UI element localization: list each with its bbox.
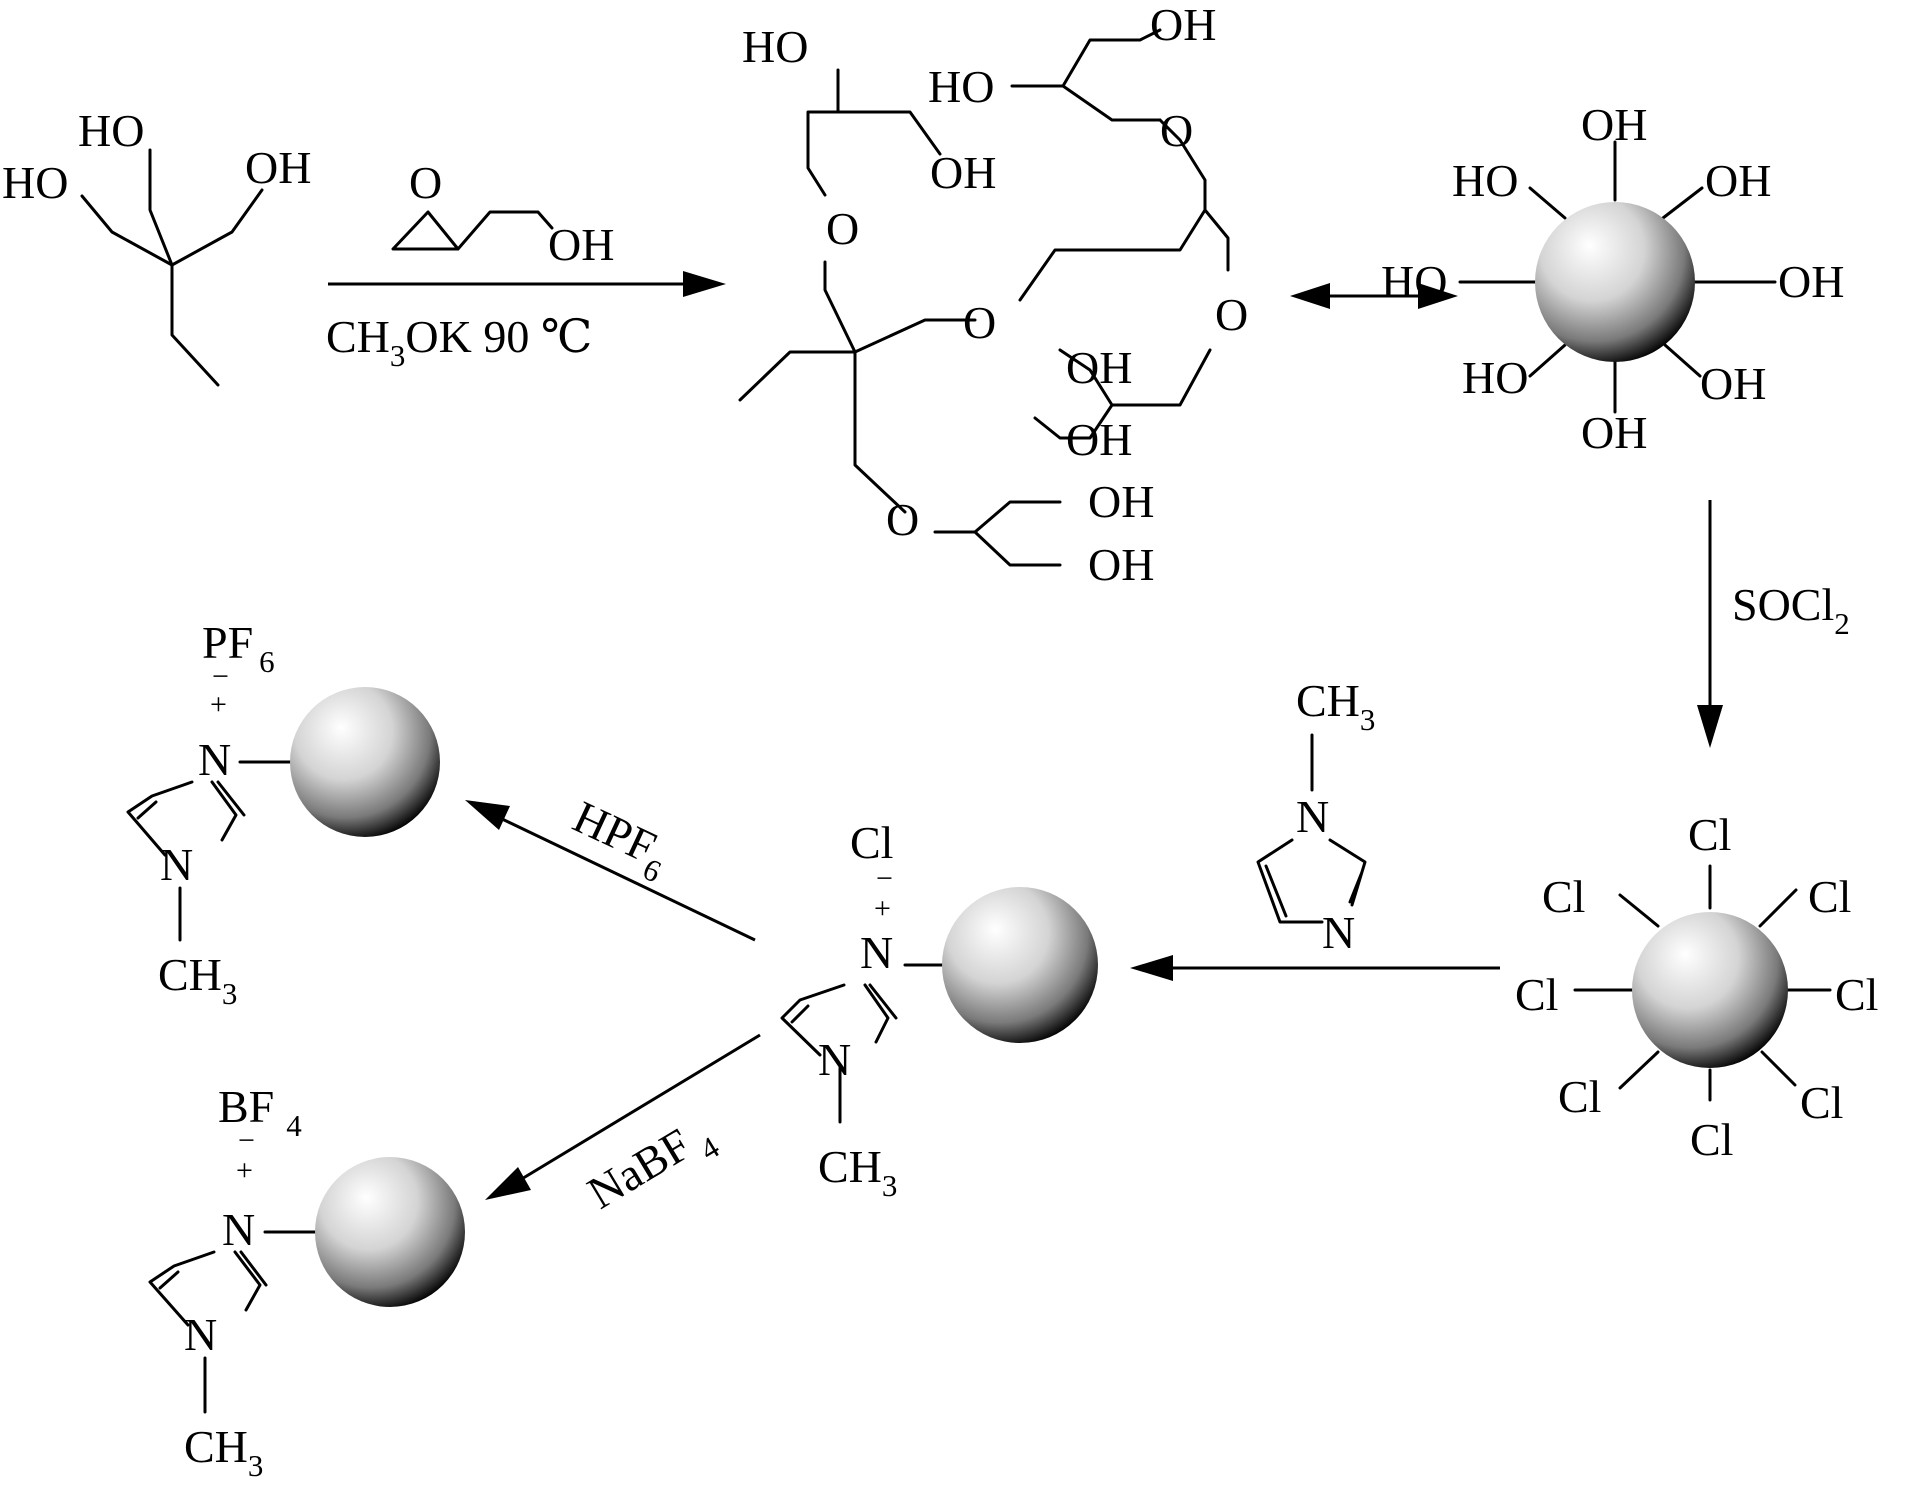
ho-label: HO: [78, 105, 144, 156]
methyl-label: CH3: [184, 1421, 263, 1483]
polymer-sphere: [290, 687, 440, 837]
hydroxyl-sphere: OH OH OH OH OH HO HO HO: [1381, 99, 1844, 458]
oxygen-label: O: [886, 494, 919, 545]
cl-label: Cl: [1808, 871, 1851, 922]
equivalence-double-arrow: [1290, 283, 1458, 309]
ho-label: HO: [742, 21, 808, 72]
oh-label: OH: [1705, 155, 1771, 206]
cl-label: Cl: [1835, 969, 1878, 1020]
cl-label: Cl: [1800, 1077, 1843, 1128]
reagent-nabf4: NaBF4: [579, 1106, 726, 1228]
plus-charge: +: [210, 688, 227, 721]
nitrogen-cation-label: N: [222, 1204, 255, 1255]
oh-label: OH: [1150, 0, 1216, 50]
minus-charge: −: [876, 862, 893, 895]
oh-label: OH: [1581, 99, 1647, 150]
methyl-label: CH3: [818, 1141, 897, 1203]
nitrogen-cation-label: N: [198, 734, 231, 785]
oh-label: OH: [1066, 414, 1132, 465]
polymer-sphere: [1632, 912, 1788, 1068]
oh-label: OH: [1066, 342, 1132, 393]
hyperbranched-polyglycerol-structure: HO OH O OH HO O O O OH OH O OH OH: [738, 0, 1248, 590]
cl-label: Cl: [1542, 871, 1585, 922]
oxygen-label: O: [1160, 105, 1193, 156]
cl-label: Cl: [1690, 1114, 1733, 1165]
oh-label: OH: [1778, 256, 1844, 307]
nitrogen-cation-label: N: [860, 927, 893, 978]
nitrogen-label: N: [184, 1309, 217, 1360]
nitrogen-label: N: [818, 1034, 851, 1085]
polymer-sphere: [942, 887, 1098, 1043]
nitrogen-label: N: [160, 839, 193, 890]
cl-label: Cl: [1688, 809, 1731, 860]
polymer-sphere: [315, 1157, 465, 1307]
glycidol-reaction-arrow: O OH CH3OK 90 ℃: [326, 157, 726, 373]
socl2-reaction-arrow: SOCl2: [1697, 500, 1850, 748]
nitrogen-label: N: [1296, 791, 1329, 842]
methylimidazole-reaction-arrow: CH3 N N: [1130, 675, 1500, 981]
minus-charge: −: [212, 660, 229, 693]
oh-label: OH: [1088, 476, 1154, 527]
glycidol-oh-label: OH: [548, 219, 614, 270]
oxygen-label: O: [963, 297, 996, 348]
oh-label: OH: [1581, 407, 1647, 458]
n-methylimidazole-reagent: CH3 N N: [1256, 675, 1375, 958]
plus-charge: +: [874, 892, 891, 925]
chlorinated-sphere: Cl Cl Cl Cl Cl Cl Cl Cl: [1515, 809, 1878, 1165]
epoxide-oxygen-label: O: [409, 157, 442, 208]
cl-label: Cl: [1515, 969, 1558, 1020]
oh-label: OH: [1700, 358, 1766, 409]
ho-label: HO: [1452, 155, 1518, 206]
oh-label: OH: [1088, 539, 1154, 590]
oh-label: OH: [930, 147, 996, 198]
reagent-ch3ok-90c: CH3OK 90 ℃: [326, 311, 592, 373]
hpf6-reaction-arrow: HPF6: [465, 791, 756, 942]
oxygen-label: O: [1215, 289, 1248, 340]
chloride-anion-label: Cl: [850, 817, 893, 868]
ho-label: HO: [2, 157, 68, 208]
methyl-label: CH3: [158, 949, 237, 1011]
nabf4-reaction-arrow: NaBF4: [485, 1033, 761, 1228]
reagent-socl2: SOCl2: [1732, 579, 1850, 641]
imidazolium-chloride-sphere: Cl − + N N CH3: [780, 817, 1098, 1203]
polymer-sphere: [1535, 202, 1695, 362]
oxygen-label: O: [826, 203, 859, 254]
ho-label: HO: [928, 61, 994, 112]
trimethylolpropane-structure: HO HO OH: [2, 105, 311, 387]
minus-charge: −: [238, 1124, 255, 1157]
plus-charge: +: [236, 1154, 253, 1187]
cl-label: Cl: [1558, 1071, 1601, 1122]
oh-label: OH: [245, 142, 311, 193]
epoxide-ring: [391, 210, 554, 251]
ho-label: HO: [1462, 352, 1528, 403]
ho-label: HO: [1381, 256, 1447, 307]
nitrogen-label: N: [1322, 907, 1355, 958]
methyl-label: CH3: [1296, 675, 1375, 737]
